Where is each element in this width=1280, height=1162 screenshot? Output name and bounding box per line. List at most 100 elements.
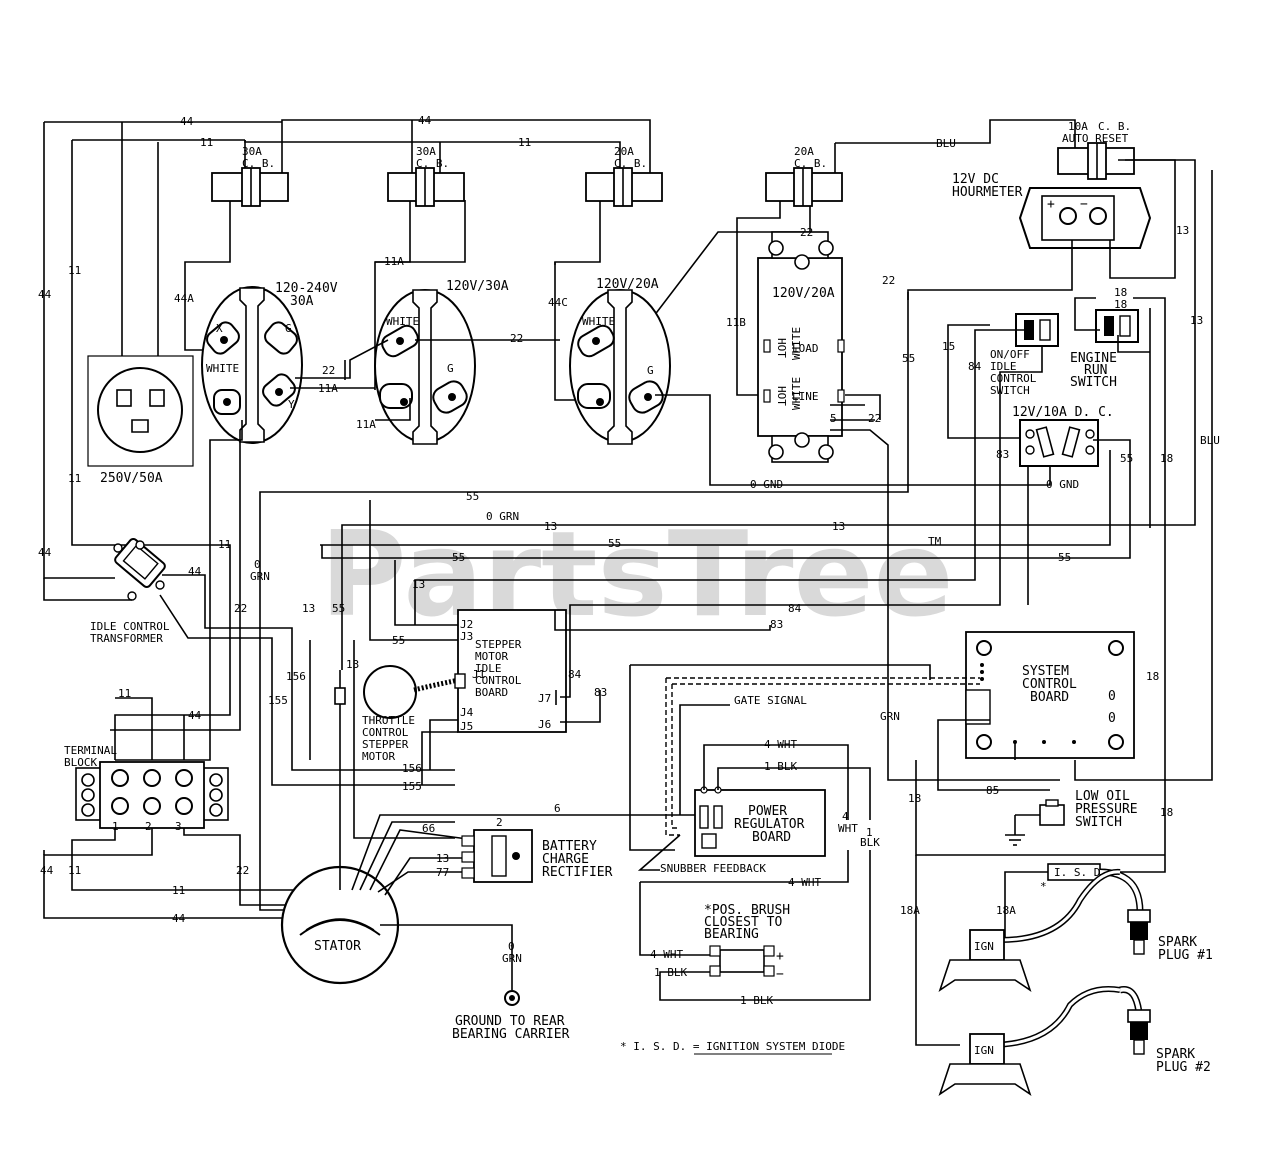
board-pin-0b: 0 <box>1108 711 1116 726</box>
terminal-3: 3 <box>175 820 182 833</box>
wire-label: 55 <box>392 634 405 647</box>
wire-label: 18 <box>1114 286 1127 299</box>
wire-label: 0 GND <box>1046 478 1079 491</box>
breaker-type: C. B. <box>242 157 275 170</box>
battery-charge-rectifier: BATTERY CHARGE RECTIFIER <box>461 829 613 883</box>
brush-minus: − <box>776 967 784 982</box>
board-label-3: BOARD <box>752 830 791 845</box>
spark-plug-label-2: PLUG #2 <box>1156 1060 1211 1075</box>
wire-label: 18 <box>1146 670 1159 683</box>
wire-label: 4 <box>842 810 849 823</box>
board-label: POWER <box>748 804 787 819</box>
wire-label: 11A <box>356 418 376 431</box>
breaker-30a-2[interactable]: 30A C. B. <box>387 145 465 207</box>
wire-label: 0 <box>508 940 515 953</box>
wire-label: 11 <box>200 136 213 149</box>
wire-label: 22 <box>868 412 881 425</box>
wire-label: 84 <box>968 360 982 373</box>
wire-label: 44 <box>188 709 202 722</box>
ground-label: GROUND TO REAR <box>455 1014 565 1029</box>
hourmeter-plus: + <box>1047 197 1055 212</box>
receptacle-label: 250V/50A <box>100 471 163 486</box>
transformer-label: IDLE CONTROL <box>90 620 170 633</box>
breaker-20a-1[interactable]: 20A C. B. <box>585 145 663 207</box>
board-label-3: IDLE <box>475 662 502 675</box>
wire-label: 13 <box>302 602 315 615</box>
gfci-white-2: WHITE <box>790 377 803 410</box>
wire-label: 18 <box>1160 452 1173 465</box>
breaker-type: C. B. <box>794 157 827 170</box>
wire-label: 1 BLK <box>654 966 687 979</box>
wire-label: 5 <box>830 412 837 425</box>
wire-label: 83 <box>996 448 1009 461</box>
wire-label: 155 <box>268 694 288 707</box>
ground-label-2: BEARING CARRIER <box>452 1027 570 1042</box>
wire-label: 18A <box>996 904 1016 917</box>
hourmeter-minus: − <box>1080 197 1088 212</box>
switch-label: LOW OIL <box>1075 789 1130 804</box>
connector-j4: J4 <box>460 706 474 719</box>
receptacle-label: 120V/30A <box>446 279 509 294</box>
wire-label: 1 <box>866 826 873 839</box>
gfci-white-1: WHITE <box>790 327 803 360</box>
wire-label: 1 BLK <box>764 760 797 773</box>
low-oil-pressure-switch: LOW OIL PRESSURE SWITCH <box>1005 789 1138 846</box>
switch-label-3: SWITCH <box>1075 815 1122 830</box>
wire-label: 44 <box>38 546 52 559</box>
wire-label: 55 <box>608 537 621 550</box>
breaker-type: C. B. <box>1098 120 1131 133</box>
receptacle-gfci-120v-20a: 120V/20A LOAD LINE HOT HOT WHITE WHITE <box>757 231 845 463</box>
board-pin-0: 0 <box>1108 689 1116 704</box>
wire-label: 13 <box>436 852 449 865</box>
receptacle-120-240v-30a: 120-240V 30A X G WHITE Y <box>201 281 338 444</box>
breaker-type: C. B. <box>614 157 647 170</box>
wire-label: 18 <box>1160 806 1173 819</box>
pin-g: G <box>447 362 454 375</box>
isd-star: * <box>1040 880 1047 893</box>
wire-label: 22 <box>882 274 895 287</box>
board-label: STEPPER <box>475 638 522 651</box>
wire-label: 55 <box>1120 452 1133 465</box>
pin-y: Y <box>288 398 295 411</box>
switch-label-2: RUN <box>1084 363 1107 378</box>
breaker-20a-2[interactable]: 20A C. B. <box>765 145 843 207</box>
pin-x: X <box>216 322 223 335</box>
motor-label-4: MOTOR <box>362 750 395 763</box>
motor-label-2: CONTROL <box>362 726 409 739</box>
receptacle-120v-20a: 120V/20A WHITE G <box>569 277 671 445</box>
pin-white: WHITE <box>582 315 615 328</box>
wire-label: 13 <box>346 658 359 671</box>
receptacle-250v-50a: 250V/50A <box>87 355 194 486</box>
wire-label: 22 <box>322 364 335 377</box>
breaker-sub: AUTO RESET <box>1062 132 1129 145</box>
wire-label: 11 <box>68 472 81 485</box>
wire-label: 18 <box>908 792 921 805</box>
wire-label: 84 <box>788 602 802 615</box>
engine-run-switch[interactable]: ENGINE RUN SWITCH <box>1070 309 1139 390</box>
wire-label: 44 <box>38 288 52 301</box>
receptacle-label: 120-240V <box>275 281 338 296</box>
wire-label: 0 GND <box>750 478 783 491</box>
connector-j5: J5 <box>460 720 473 733</box>
dc-breaker-12v-10a[interactable]: 12V/10A D. C. <box>1012 405 1114 467</box>
stepper-motor-idle-control-board: STEPPER MOTOR IDLE CONTROL BOARD J2 J3 J… <box>421 609 771 785</box>
terminal-block: 1 2 3 TERMINAL BLOCK <box>43 697 310 919</box>
spark-plug-label-2: PLUG #1 <box>1158 948 1213 963</box>
transformer-label-2: TRANSFORMER <box>90 632 163 645</box>
wire-label: 15 <box>942 340 955 353</box>
breaker-10a-auto-reset[interactable]: 10A C. B. AUTO RESET <box>1057 120 1135 180</box>
rectifier-label: BATTERY <box>542 839 597 854</box>
breaker-30a-1[interactable]: 30A C. B. <box>211 145 289 207</box>
connector-j1: J1 <box>472 668 485 681</box>
ignition-module-label-2: IGN <box>974 1044 994 1057</box>
gfci-hot-2: HOT <box>775 386 788 406</box>
pin-g: G <box>285 322 292 335</box>
spark-plug-label: SPARK <box>1158 935 1197 950</box>
wire-label: 44C <box>548 296 568 309</box>
wire-label: 11 <box>118 687 131 700</box>
wire-label: 11 <box>518 136 531 149</box>
wire-label: 4 WHT <box>764 738 797 751</box>
wire-label: 11A <box>318 382 338 395</box>
wire-label: 44 <box>180 115 194 128</box>
watermark: PartsTree <box>320 505 954 643</box>
